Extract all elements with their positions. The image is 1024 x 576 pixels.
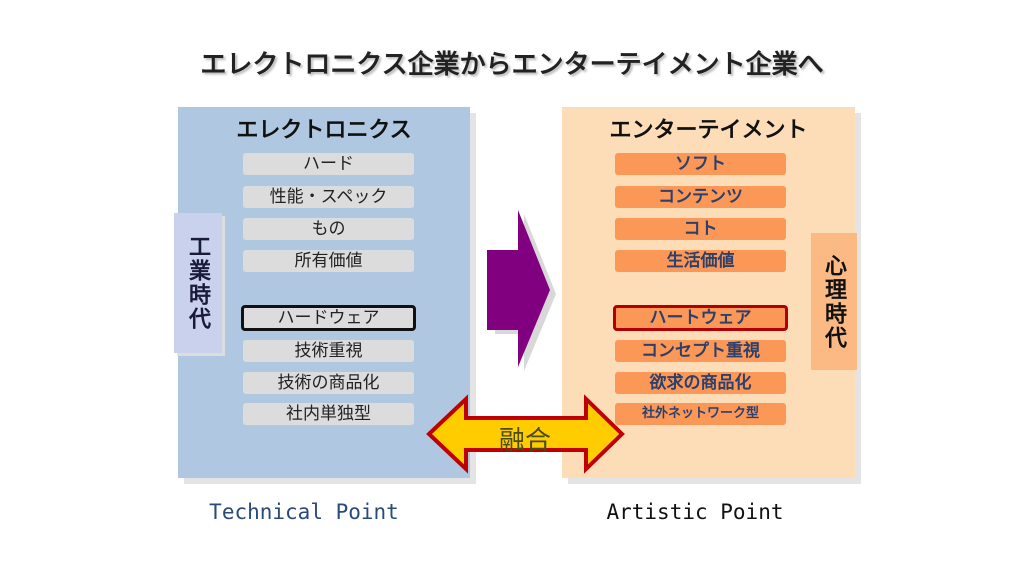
left-item: 性能・スペック (243, 186, 414, 208)
artistic-point-caption: Artistic Point (606, 500, 784, 524)
left-item: 技術の商品化 (243, 372, 414, 394)
left-item: 社内単独型 (243, 403, 414, 425)
right-item: コンセプト重視 (615, 340, 786, 362)
left-highlight-item: ハードウェア (241, 305, 416, 331)
right-item: コンテンツ (615, 186, 786, 208)
psychological-era-label: 心理時代 (811, 233, 857, 370)
fusion-label: 融合 (498, 426, 551, 456)
right-item: コト (615, 218, 786, 240)
industrial-era-label: 工業時代 (174, 213, 222, 353)
left-item: 技術重視 (243, 340, 414, 362)
fusion-double-arrow-icon (426, 394, 625, 474)
right-item: 社外ネットワーク型 (615, 403, 786, 425)
entertainment-heading: エンターテイメント (609, 117, 808, 143)
left-item: 所有価値 (243, 250, 414, 272)
left-item: もの (243, 218, 414, 240)
right-item: 欲求の商品化 (615, 372, 786, 394)
left-item: ハード (243, 153, 414, 175)
transition-arrow-icon (487, 210, 556, 371)
right-item: ソフト (615, 153, 786, 175)
electronics-heading: エレクトロニクス (236, 117, 412, 143)
right-highlight-item: ハートウェア (613, 305, 788, 331)
slide-title: エレクトロニクス企業からエンターテイメント企業へ (200, 50, 824, 80)
right-item: 生活価値 (615, 250, 786, 272)
technical-point-caption: Technical Point (209, 500, 399, 524)
